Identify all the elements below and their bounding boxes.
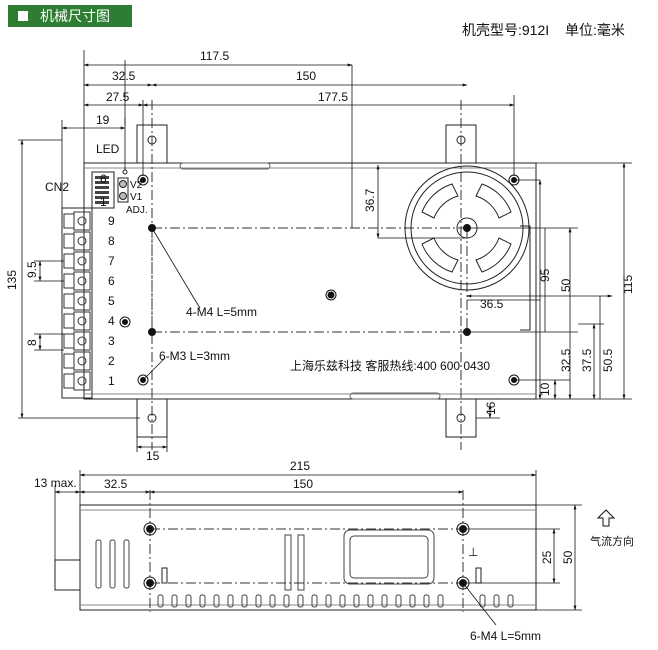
dim-13max: 13 max. (34, 476, 77, 490)
dim-36-7: 36.7 (363, 188, 377, 212)
front-view: 215 13 max. 32.5 150 6-M4 L=5mm 气流方向 ⊥ 2… (34, 459, 634, 643)
dim-215: 215 (290, 459, 310, 473)
section-title-bar: 机械尺寸图 (8, 5, 132, 27)
dim-15: 15 (146, 449, 160, 463)
dim-32-5-right: 32.5 (559, 348, 573, 372)
spec-line: 机壳型号:912I 单位:毫米 (462, 20, 637, 40)
m4-label-front: 6-M4 L=5mm (470, 629, 541, 643)
section-title: 机械尺寸图 (40, 8, 110, 24)
dim-150: 150 (296, 69, 316, 83)
led-label: LED (96, 142, 120, 156)
cn2-pin1: 1 (100, 195, 107, 209)
dim-37-5: 37.5 (580, 348, 594, 372)
dim-135: 135 (5, 270, 19, 290)
psu-body-outline (83, 162, 537, 400)
bottom-vent-slots (157, 594, 514, 608)
terminal-5: 5 (108, 294, 115, 308)
terminal-9: 9 (108, 214, 115, 228)
terminal-3: 3 (108, 334, 115, 348)
dim-117-5: 117.5 (200, 49, 229, 63)
front-terminal-protrusion (54, 559, 81, 591)
m3-label: 6-M3 L=3mm (159, 349, 230, 363)
v2-label: V2 (130, 180, 143, 191)
dim-32-5: 32.5 (112, 69, 136, 83)
dim-8: 8 (25, 339, 39, 346)
dim-50-5: 50.5 (601, 348, 615, 372)
cn2-label: CN2 (45, 180, 69, 194)
dim-27-5: 27.5 (106, 90, 130, 104)
dim-115: 115 (621, 275, 635, 294)
terminal-2: 2 (108, 354, 115, 368)
terminal-6: 6 (108, 274, 115, 288)
dim-177-5: 177.5 (318, 90, 348, 104)
terminal-4: 4 (108, 314, 115, 328)
model-text: 机壳型号:912I (462, 22, 550, 38)
screw-mark: ⊥ (468, 545, 478, 559)
dim-150-front: 150 (293, 477, 313, 491)
dim-19: 19 (96, 113, 110, 127)
dim-50: 50 (559, 278, 573, 292)
dim-16: 16 (484, 401, 498, 415)
dim-10: 10 (538, 382, 552, 396)
terminal-1: 1 (108, 374, 115, 388)
airflow-label: 气流方向 (590, 534, 634, 548)
company-hotline: 上海乐兹科技 客服热线:400 600 0430 (290, 358, 490, 373)
title-square-icon (18, 11, 28, 21)
dim-25: 25 (540, 550, 554, 564)
dim-36-5: 36.5 (480, 297, 504, 311)
airflow-arrow-icon (596, 509, 616, 527)
psu-front-outline (79, 504, 537, 611)
dim-32-5-front: 32.5 (104, 477, 128, 491)
terminal-8: 8 (108, 234, 115, 248)
top-view: 117.5 32.5 150 27.5 177.5 19 LED 6 1 CN2… (5, 49, 635, 463)
m4-label-top: 4-M4 L=5mm (186, 305, 257, 319)
v1-label: V1 (130, 192, 143, 203)
adj-label: ADJ. (126, 205, 148, 216)
terminal-7: 7 (108, 254, 115, 268)
cn2-connector (91, 171, 115, 209)
dim-50-front: 50 (561, 550, 575, 564)
dim-95: 95 (538, 268, 552, 282)
cn2-pin6: 6 (100, 172, 107, 186)
terminal-block (61, 207, 93, 399)
unit-text: 单位:毫米 (565, 22, 625, 38)
dim-9-5: 9.5 (25, 261, 39, 278)
